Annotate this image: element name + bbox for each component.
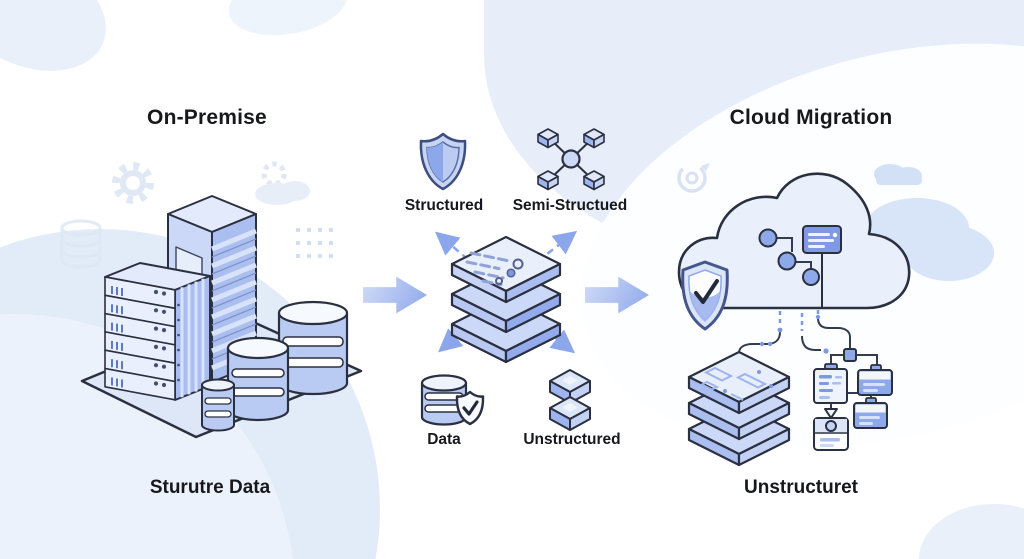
structured-label: Structured <box>404 197 484 214</box>
server-tower-front <box>104 262 211 401</box>
left-caption: Sturutre Data <box>149 477 271 498</box>
unstructured-label: Unstructured <box>523 431 621 448</box>
network-cubes-icon <box>537 128 605 191</box>
circuit-pattern <box>699 366 768 401</box>
background-wisp-top-center <box>223 0 353 44</box>
dots-grid-icon <box>296 228 333 258</box>
semi-structured-label: Semi-Structued <box>512 197 628 214</box>
database-check-icon <box>420 374 485 426</box>
server-rack-illustration <box>80 195 363 439</box>
server-units <box>104 276 176 401</box>
cube <box>583 128 605 149</box>
cube-top <box>549 369 591 404</box>
background-blob-bottom-right <box>919 504 1024 559</box>
cube <box>583 170 605 191</box>
database-outline-icon <box>60 219 102 269</box>
background-wisp-top-left <box>0 0 126 95</box>
cube <box>537 170 559 191</box>
dashed-arrows <box>435 230 578 354</box>
pipeline-nodes <box>758 228 820 286</box>
gear-icon <box>112 162 154 204</box>
info-card <box>802 225 842 308</box>
layer-stack-icon <box>687 350 791 467</box>
cube <box>537 128 559 149</box>
cloud-connectors <box>738 317 851 358</box>
flowchart <box>813 348 893 451</box>
refresh-icon <box>677 163 710 193</box>
dashed-drops <box>778 310 820 331</box>
stacked-cubes-icon <box>549 369 591 431</box>
data-layer-stack-icon <box>435 230 578 364</box>
cloud-icon <box>874 164 922 185</box>
on-premise-title: On-Premise <box>147 106 267 129</box>
cube-bottom <box>549 396 591 431</box>
database-cylinder-small <box>201 378 235 432</box>
cloud-illustration <box>677 172 994 467</box>
arrow-right-icon-left <box>363 276 427 314</box>
database-cylinder-medium <box>226 336 290 422</box>
cloud-migration-title: Cloud Migration <box>729 106 893 129</box>
slab-top <box>450 235 562 304</box>
shield-icon <box>419 132 467 191</box>
shield-check-icon <box>681 260 729 331</box>
data-label: Data <box>427 431 461 448</box>
cloud-gear-icon <box>255 161 310 205</box>
right-caption: Unstructuret <box>743 477 859 498</box>
database-cylinder-large <box>277 300 349 396</box>
cloud-shape <box>677 172 911 310</box>
